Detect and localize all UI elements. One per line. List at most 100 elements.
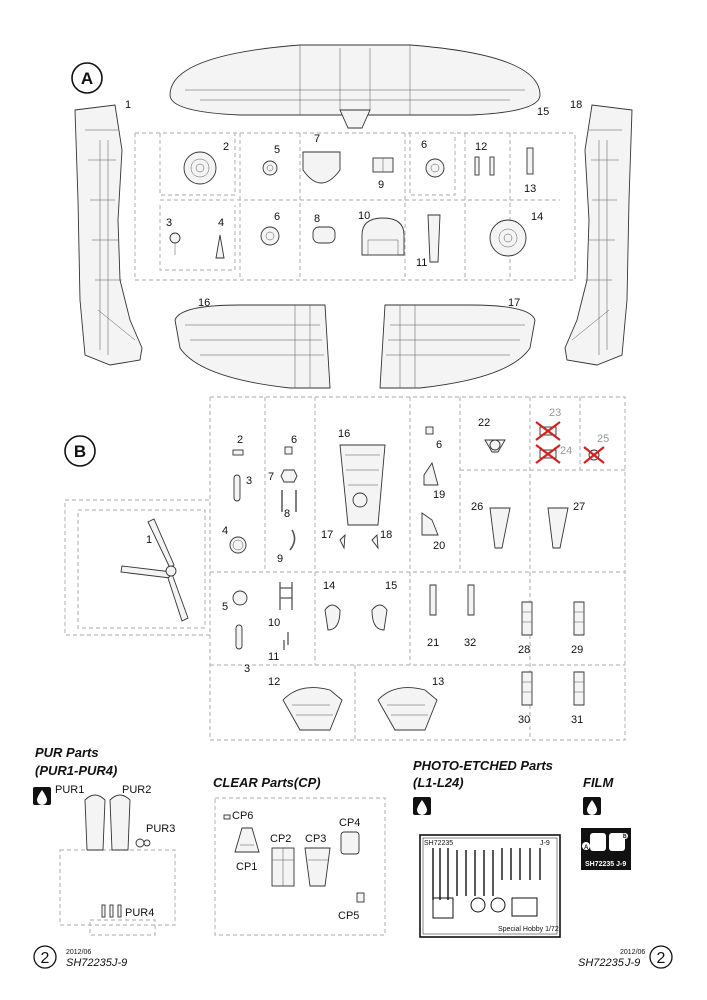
label-a6-upper: 6 <box>421 139 427 151</box>
part-a4-spinner <box>215 234 225 259</box>
label-a12: 12 <box>475 141 487 153</box>
label-a15: 15 <box>537 106 549 118</box>
part-a6-wheel-upper <box>425 158 445 178</box>
clear-section: CLEAR Parts(CP) CP6 CP1 CP2 CP3 CP4 CP5 <box>213 775 386 936</box>
pe-fret-brand: Special Hobby 1/72 <box>498 926 559 933</box>
footer-sheet-right: J-9 <box>624 957 640 969</box>
part-b1-propeller <box>120 518 189 622</box>
part-b3-shaft-lower <box>235 624 243 650</box>
label-a14: 14 <box>531 211 543 223</box>
part-cp2 <box>271 847 295 887</box>
page-number-left: 2 <box>41 950 50 967</box>
part-b12-cowl <box>282 687 343 731</box>
part-a14-radial <box>489 219 527 257</box>
film-section: FILM A B SH72235 J-9 <box>581 775 631 870</box>
label-b8: 8 <box>284 508 290 520</box>
footer: 2 2012/06 SH72235 J-9 2012/06 SH72235 J-… <box>33 945 673 969</box>
label-a7: 7 <box>314 133 320 145</box>
label-b32: 32 <box>464 637 476 649</box>
label-a2: 2 <box>223 141 229 153</box>
label-b24: 24 <box>560 445 572 457</box>
label-a4: 4 <box>218 217 224 229</box>
label-b6-right: 6 <box>436 439 442 451</box>
label-b3-upper: 3 <box>246 475 252 487</box>
label-b11: 11 <box>268 651 279 663</box>
sprue-b-frame <box>64 396 626 741</box>
label-b5: 5 <box>222 601 228 613</box>
label-a16: 16 <box>198 297 210 309</box>
label-b22: 22 <box>478 417 490 429</box>
pe-fret-code: SH72235 <box>424 840 453 847</box>
part-a17-wing-right <box>379 304 536 389</box>
label-b29: 29 <box>571 644 583 656</box>
label-a10: 10 <box>358 210 370 222</box>
part-b7-hex <box>280 469 298 483</box>
part-b5-disc <box>232 590 248 606</box>
part-b17-foot <box>339 533 346 550</box>
part-a16-wing-left <box>174 304 331 389</box>
part-a1-fuselage-left <box>74 104 143 366</box>
part-b19-fin <box>423 461 439 486</box>
label-b30: 30 <box>518 714 530 726</box>
photo-subtitle: (L1-L24) <box>413 775 464 790</box>
part-a9-block <box>372 157 394 173</box>
pur-title: PUR Parts <box>35 745 99 760</box>
part-pur1 <box>84 794 106 851</box>
part-b22-gear <box>484 439 506 453</box>
part-b11-lever <box>283 632 289 650</box>
part-cp5 <box>356 892 365 903</box>
label-b16: 16 <box>338 428 350 440</box>
part-a8-pad <box>312 226 336 244</box>
label-b15: 15 <box>385 580 397 592</box>
label-pur4: PUR4 <box>125 907 154 919</box>
part-cp4 <box>340 831 360 855</box>
part-b9-hook <box>289 529 296 551</box>
part-b21-strut <box>429 584 437 616</box>
label-b20: 20 <box>433 540 445 552</box>
part-cp6 <box>223 814 231 820</box>
part-a18-fuselage-right <box>564 104 633 366</box>
part-b29-plate <box>573 601 585 636</box>
pur-drop-icon <box>33 787 51 805</box>
sprue-b-letter: B <box>74 442 86 461</box>
label-b4: 4 <box>222 525 228 537</box>
part-b30-plate <box>521 671 533 706</box>
label-a5: 5 <box>274 144 280 156</box>
page-number-right: 2 <box>657 950 666 967</box>
label-a13: 13 <box>524 183 536 195</box>
part-b4-ring <box>229 536 247 554</box>
label-cp6: CP6 <box>232 810 253 822</box>
photo-etched-section: PHOTO-ETCHED Parts (L1-L24) SH72235 J-9 … <box>413 758 561 938</box>
part-b6-box-right <box>425 426 434 435</box>
part-b10-ladder <box>279 582 293 610</box>
label-b9: 9 <box>277 553 283 565</box>
part-a6-wheel-lower <box>260 226 280 246</box>
part-a13-rod <box>526 147 534 175</box>
clear-title: CLEAR Parts(CP) <box>213 775 321 790</box>
pur-section: PUR Parts (PUR1-PUR4) PUR1 PUR2 PUR3 PUR… <box>33 745 176 936</box>
film-title: FILM <box>583 775 614 790</box>
part-b31-plate <box>573 671 585 706</box>
part-pur2 <box>109 794 131 851</box>
sprue-a-frame <box>134 132 576 281</box>
label-a9: 9 <box>378 179 384 191</box>
pur-small-frame <box>89 919 156 936</box>
sprue-a-badge <box>71 62 103 94</box>
label-a17: 17 <box>508 297 520 309</box>
label-b23: 23 <box>549 407 561 419</box>
label-b13: 13 <box>432 676 444 688</box>
footer-code-left: SH72235 <box>66 957 113 969</box>
part-b3-shaft-upper <box>233 474 241 502</box>
page-number-right-badge <box>649 945 673 969</box>
photo-title: PHOTO-ETCHED Parts <box>413 758 553 773</box>
label-b7: 7 <box>268 471 274 483</box>
part-b13-cowl <box>377 687 438 731</box>
label-a1: 1 <box>125 99 131 111</box>
footer-date-left: 2012/06 <box>66 949 91 956</box>
label-cp3: CP3 <box>305 833 326 845</box>
label-b25: 25 <box>597 433 609 445</box>
pur-subtitle: (PUR1-PUR4) <box>35 763 117 778</box>
film-sheet <box>581 828 631 870</box>
sprue-a: A <box>71 44 633 389</box>
pe-fret-id: J-9 <box>540 840 550 847</box>
